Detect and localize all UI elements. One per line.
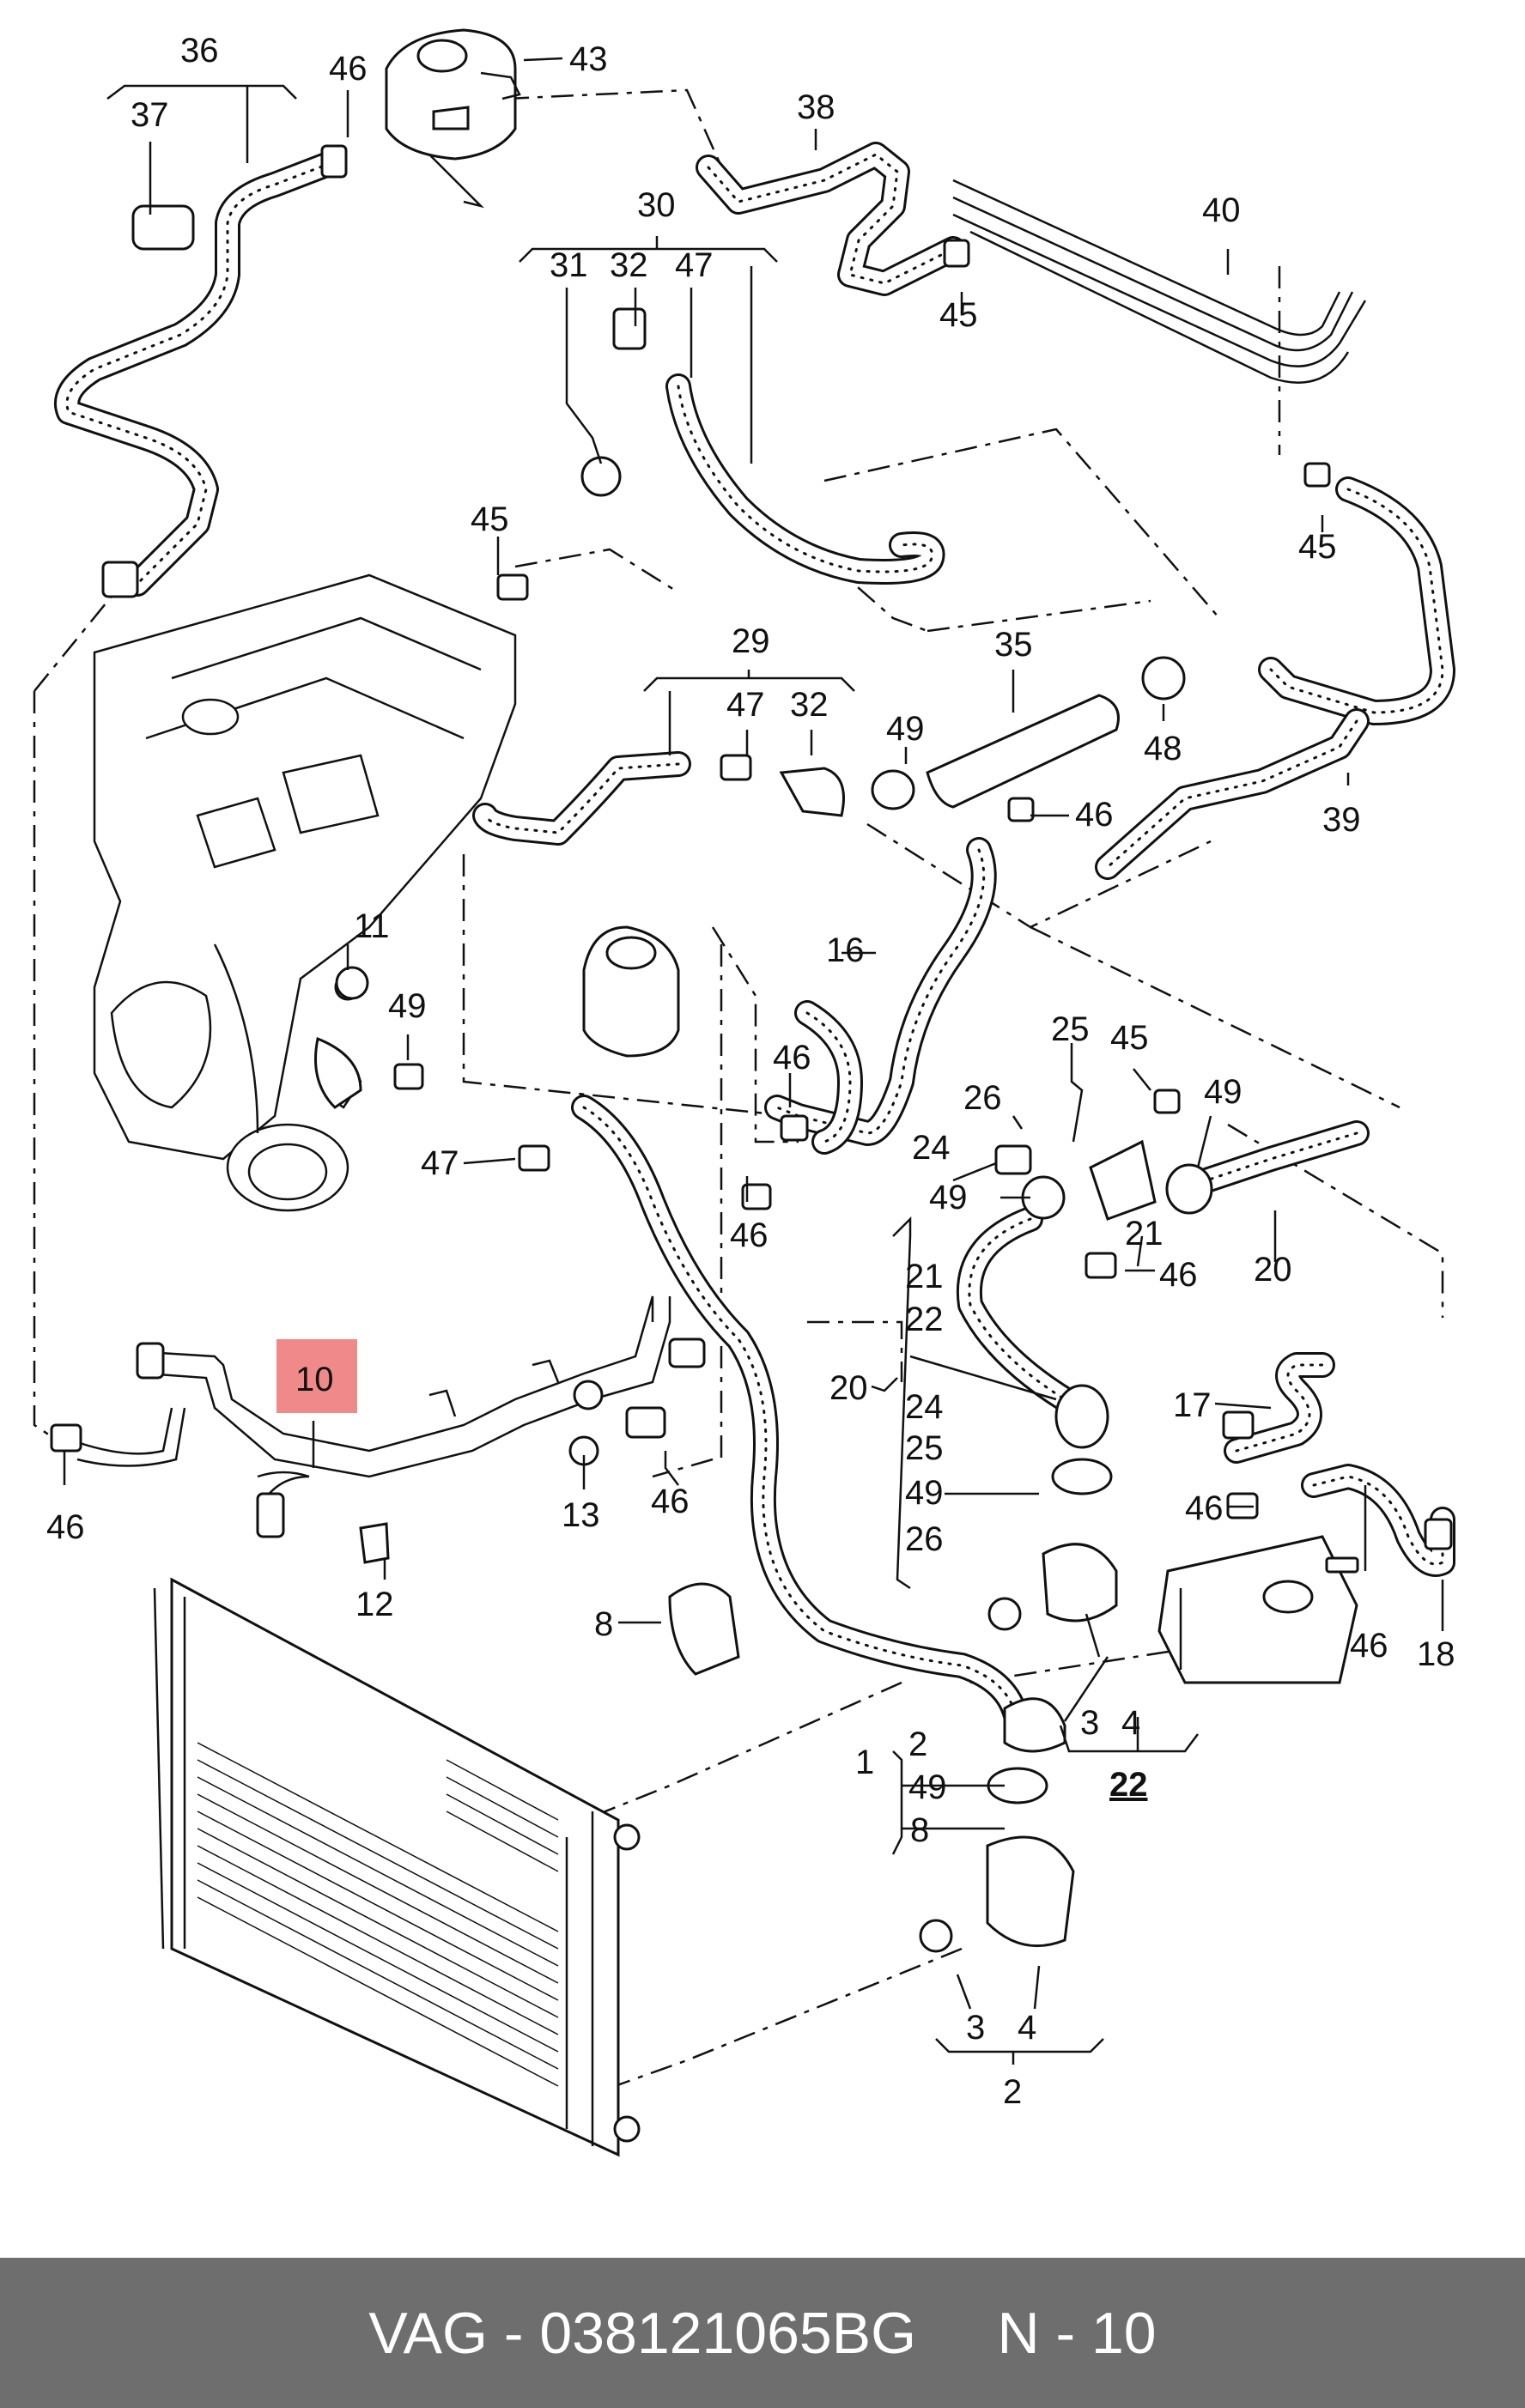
callout-36: 36	[180, 32, 219, 70]
callout-25: 25	[1051, 1010, 1090, 1048]
oil-cooler	[1157, 1535, 1358, 1684]
callout-40: 40	[1202, 191, 1241, 229]
callout-46: 46	[730, 1216, 769, 1254]
callout-46: 46	[1350, 1627, 1388, 1665]
reservoir	[582, 925, 680, 1058]
callout-22: 22	[905, 1301, 944, 1338]
radiator	[153, 1577, 641, 2157]
callout-49: 49	[908, 1768, 947, 1806]
callout-45: 45	[471, 500, 509, 538]
callout-45: 45	[1298, 528, 1337, 566]
callout-35: 35	[994, 626, 1033, 664]
callout-2: 2	[1003, 2073, 1022, 2111]
callout-1: 1	[855, 1744, 874, 1781]
callout-31: 31	[550, 246, 588, 284]
callout-20: 20	[829, 1369, 868, 1407]
callout-45: 45	[1110, 1019, 1149, 1057]
callout-11: 11	[354, 907, 390, 945]
callout-43: 43	[569, 40, 608, 78]
callout-49: 49	[929, 1179, 968, 1216]
callout-49: 49	[886, 710, 925, 748]
callout-8: 8	[594, 1605, 613, 1643]
callout-37: 37	[131, 96, 169, 134]
callout-30: 30	[637, 186, 676, 224]
callout-29: 29	[732, 622, 770, 660]
callout-17: 17	[1173, 1386, 1212, 1424]
hoses	[54, 142, 1455, 1738]
leader-lines	[63, 57, 1444, 2065]
callout-46: 46	[1159, 1256, 1198, 1294]
callout-46: 46	[773, 1039, 811, 1077]
callout-18: 18	[1417, 1635, 1455, 1673]
clamps-fittings	[50, 144, 1453, 1953]
callout-48: 48	[1144, 730, 1182, 767]
callout-38: 38	[797, 88, 835, 126]
pipe-bundle-40	[952, 179, 1367, 384]
callout-46: 46	[329, 50, 368, 88]
callout-46: 46	[1075, 796, 1114, 834]
callout-39: 39	[1322, 801, 1361, 839]
expansion-tank	[385, 28, 521, 209]
callout-22-bold: 22	[1109, 1766, 1148, 1804]
engine-block	[93, 573, 517, 1212]
callout-25: 25	[905, 1429, 944, 1467]
callout-26: 26	[963, 1079, 1002, 1117]
part-number-caption: VAG - 038121065BG N - 10	[368, 2300, 1157, 2366]
callout-13: 13	[562, 1496, 600, 1534]
footer-bar: VAG - 038121065BG N - 10	[0, 2258, 1525, 2408]
callout-47: 47	[675, 246, 714, 284]
callout-49: 49	[905, 1474, 944, 1512]
callout-46: 46	[46, 1508, 85, 1546]
callout-26: 26	[905, 1520, 944, 1558]
callout-4: 4	[1018, 2009, 1036, 2047]
callout-45: 45	[939, 296, 978, 334]
callout-49: 49	[388, 987, 427, 1025]
callout-3: 3	[966, 2009, 985, 2047]
callout-20: 20	[1254, 1251, 1292, 1289]
callout-49: 49	[1204, 1073, 1242, 1111]
callout-32: 32	[610, 246, 648, 284]
callout-2: 2	[908, 1726, 927, 1763]
callout-47: 47	[421, 1144, 459, 1182]
callout-3: 3	[1080, 1704, 1099, 1742]
parts-diagram: 36 37 46 43 38 30 31 32 47 40 45 45 45 2…	[33, 28, 1455, 2157]
coolant-pipe-10	[76, 1295, 671, 1528]
callout-8: 8	[910, 1811, 929, 1849]
callout-21: 21	[905, 1258, 944, 1295]
callout-32: 32	[790, 686, 829, 724]
highlight-box	[276, 1339, 357, 1413]
callout-47: 47	[726, 686, 765, 724]
callout-24: 24	[912, 1129, 951, 1167]
callout-labels: 36 37 46 43 38 30 31 32 47 40 45 45 45 2…	[46, 32, 1455, 2111]
callout-21: 21	[1125, 1215, 1163, 1253]
callout-24: 24	[905, 1388, 944, 1426]
callout-46: 46	[651, 1483, 690, 1520]
callout-12: 12	[355, 1586, 394, 1623]
callout-16: 16	[826, 931, 865, 969]
callout-4: 4	[1121, 1704, 1140, 1742]
callout-46: 46	[1185, 1489, 1224, 1527]
callout-10: 10	[295, 1361, 334, 1398]
